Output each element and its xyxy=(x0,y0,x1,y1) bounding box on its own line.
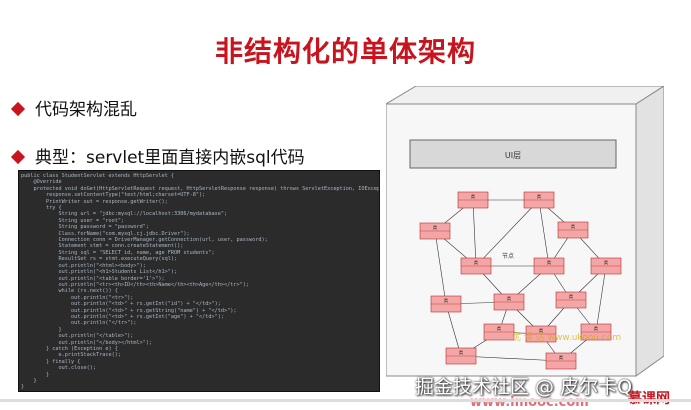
diamond-bullet-icon xyxy=(10,149,26,165)
code-screenshot: public class StudentServlet extends Http… xyxy=(18,170,380,392)
diamond-bullet-icon xyxy=(10,101,26,117)
slide-title: 非结构化的单体架构 xyxy=(214,35,476,68)
code-line: out.println("</body></html>"); xyxy=(21,339,153,346)
dependency-arrow xyxy=(472,199,478,267)
class-box-label: 类 xyxy=(444,297,449,304)
code-line: } xyxy=(21,384,25,391)
dependency-arrow xyxy=(434,230,448,305)
code-line: public class StudentServlet extends Http… xyxy=(21,173,175,179)
box-side-face xyxy=(635,86,664,377)
class-box-label: 类 xyxy=(539,327,544,334)
bullet-item-2: 典型：servlet里面直接内嵌sql代码 xyxy=(10,143,305,168)
code-line: protected void doGet(HttpServletRequest … xyxy=(21,185,380,192)
code-line: out.println("<h1>Students List</h1>"); xyxy=(21,269,178,276)
code-line: String password = "password"; xyxy=(21,224,150,231)
code-line: while (rs.next()) { xyxy=(21,288,118,295)
code-line: ResultSet rs = stmt.executeQuery(sql); xyxy=(21,256,178,263)
code-line: try { xyxy=(21,205,62,212)
code-line: String sql = "SELECT id, name, age FROM … xyxy=(21,249,215,256)
code-line: } catch (Exception e) { xyxy=(21,345,118,352)
code-line: e.printStackTrace(); xyxy=(21,352,121,359)
class-box-label: 类 xyxy=(507,295,512,302)
code-line: String user = "root"; xyxy=(21,217,125,224)
dependency-arrow xyxy=(445,303,462,357)
dependency-arrow xyxy=(475,199,540,267)
class-box-label: 类 xyxy=(594,325,599,332)
mooc-logo: 慕课网 xyxy=(628,388,670,408)
class-box-label: 类 xyxy=(471,193,476,200)
bullet-item-1: 代码架构混乱 xyxy=(10,95,137,120)
video-progress-bar[interactable] xyxy=(0,399,691,402)
dependency-arrow xyxy=(460,355,562,363)
class-box-label: 类 xyxy=(497,325,502,332)
box-top-face xyxy=(386,86,664,105)
code-line: out.println("<td>" + rs.getString("name"… xyxy=(21,307,237,314)
class-box-label: 类 xyxy=(537,193,542,200)
code-line: Connection conn = DriverManager.getConne… xyxy=(21,237,268,244)
class-box-label: 类 xyxy=(571,223,576,230)
code-line: Class.forName("com.mysql.cj.jdbc.Driver"… xyxy=(21,230,190,237)
code-line: } finally { xyxy=(21,358,81,365)
architecture-diagram: UI层 类类类类类类类类类类类类类类类 节点 xyxy=(386,86,664,377)
code-line: out.println("<td>" + rs.getInt("id") + "… xyxy=(21,301,221,308)
dependency-arrow xyxy=(594,265,607,333)
code-line: out.println("</table>"); xyxy=(21,333,134,340)
node-label: 节点 xyxy=(502,252,514,260)
code-line: } xyxy=(21,378,37,384)
code-line: String url = "jdbc:mysql://localhost:330… xyxy=(21,211,228,218)
class-box-label: 类 xyxy=(433,224,438,231)
ui-layer-box xyxy=(409,139,617,169)
code-line: out.println("<tr>"); xyxy=(21,294,134,301)
class-box-label: 类 xyxy=(547,259,552,266)
watermark-imooc: www.imooc.com xyxy=(470,395,589,410)
code-line: out.println("<tr><th>ID</th><th>Name</th… xyxy=(21,281,249,288)
code-line: } xyxy=(21,326,62,333)
class-box-label: 类 xyxy=(569,293,574,300)
class-box-label: 类 xyxy=(474,259,479,266)
code-line: out.println("<html><body>"); xyxy=(21,262,146,269)
class-box-label: 类 xyxy=(604,259,609,266)
code-line: PrintWriter out = response.getWriter(); xyxy=(21,198,168,205)
code-line: Statement stmt = conn.createStatement(); xyxy=(21,243,184,250)
code-line: out.println("<table border='1'>"); xyxy=(21,275,165,282)
code-line: response.setContentType("text/html;chars… xyxy=(21,192,206,199)
code-line: out.close(); xyxy=(21,365,96,372)
code-line: } xyxy=(21,371,50,378)
diagram-nodes: 类类类类类类类类类类类类类类类 xyxy=(419,191,622,370)
bullet-text-2: 典型：servlet里面直接内嵌sql代码 xyxy=(35,148,305,168)
watermark-ukoou: 优 课 达 www.ukoou.com xyxy=(512,333,622,343)
class-box-label: 类 xyxy=(559,354,564,361)
code-line: out.println("<td>" + rs.getInt("age") + … xyxy=(21,313,225,320)
bullet-text-1: 代码架构混乱 xyxy=(35,100,137,120)
watermark-juejin: 掘金技术社区 @ 皮尔卡Q xyxy=(415,376,633,398)
dependency-arrow xyxy=(538,199,551,267)
code-line: @Override xyxy=(21,179,62,186)
code-line: out.println("</tr>"); xyxy=(21,320,137,327)
class-box-label: 类 xyxy=(459,349,464,356)
ui-layer-label: UI层 xyxy=(505,151,521,160)
